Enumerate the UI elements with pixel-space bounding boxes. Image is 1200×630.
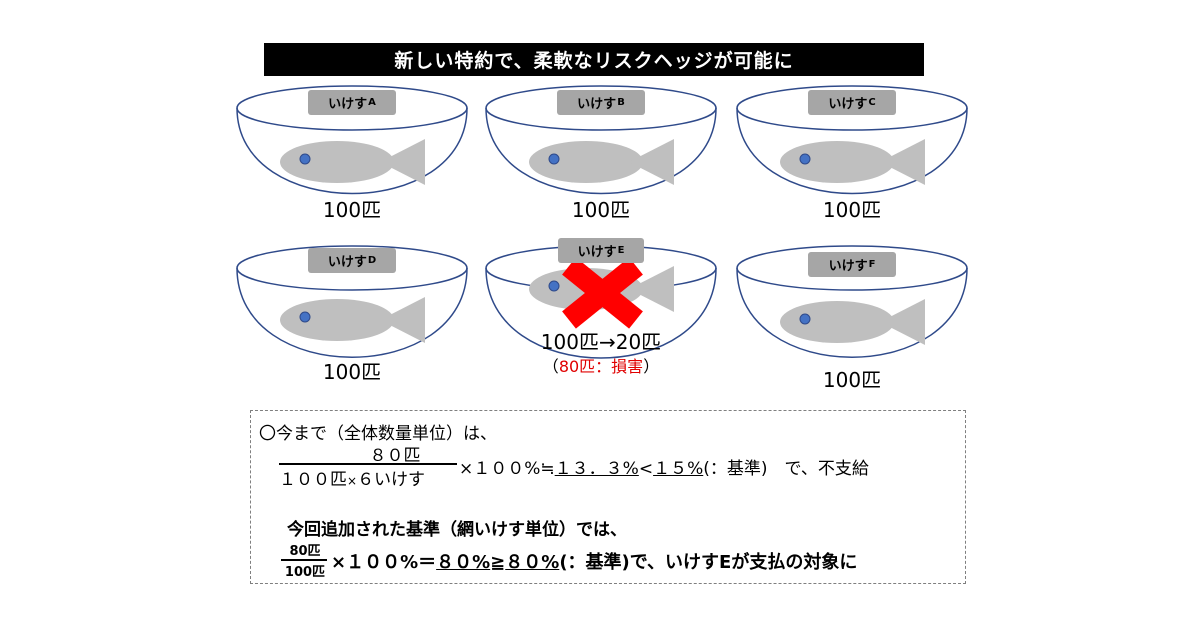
line-old-basis: 〇今まで（全体数量単位）は、 (259, 424, 497, 444)
title-banner: 新しい特約で、柔軟なリスクヘッジが可能に (264, 43, 924, 76)
fish-icon (780, 139, 925, 185)
line-new-basis: 今回追加された基準（網いけす単位）では、 (287, 520, 627, 540)
title-text: 新しい特約で、柔軟なリスクヘッジが可能に (394, 50, 794, 72)
cross-icon (562, 257, 643, 329)
f2-numerator: 80匹 (289, 544, 321, 559)
explanation-box: 〇今まで（全体数量単位）は、 ８０匹 １００匹×６いけす ×１００%≒１３．３%… (250, 410, 966, 584)
fish-icon (280, 297, 425, 343)
tank-count: 100匹 (571, 198, 631, 222)
f2-fraction-bar (281, 559, 327, 561)
tank-count: 100匹 (322, 198, 382, 222)
tank-e-shape (485, 245, 717, 359)
f1-fraction-bar (279, 463, 457, 465)
f1-denominator: １００匹×６いけす (279, 470, 426, 490)
tank-a-shape (236, 85, 468, 195)
tank-c-shape (736, 85, 968, 195)
tank-b-shape (485, 85, 717, 195)
tank-loss: （80匹：損害） (542, 357, 660, 376)
fish-icon (529, 139, 674, 185)
tank-count: 100匹 (822, 368, 882, 392)
tank-d-shape (236, 245, 468, 358)
fish-icon (280, 139, 425, 185)
f2-formula: ×１００%＝８０%≧８０%(：基準)で、いけすEが支払の対象に (331, 552, 858, 573)
tank-count: 100匹→20匹 (540, 330, 662, 354)
tank-f-shape (736, 245, 968, 358)
fish-icon (780, 299, 925, 345)
tank-count: 100匹 (322, 360, 382, 384)
f2-denominator: 100匹 (284, 565, 326, 580)
f1-numerator: ８０匹 (369, 446, 421, 466)
f1-formula: ×１００%≒１３．３%<１５%(：基準) で、不支給 (459, 459, 869, 479)
tank-count: 100匹 (822, 198, 882, 222)
